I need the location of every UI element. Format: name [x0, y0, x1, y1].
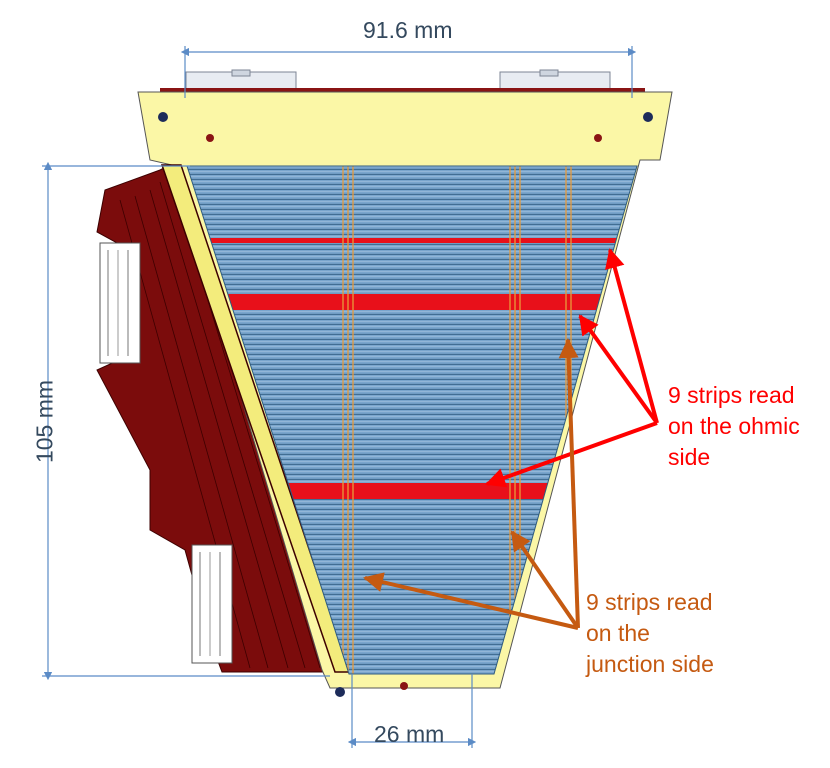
dimension-lines	[42, 46, 637, 748]
top-width-label: 91.6 mm	[363, 17, 453, 43]
junction-arrows	[363, 338, 580, 630]
mount-hole-bottom	[335, 687, 345, 697]
mount-hole-left	[158, 112, 168, 122]
pin-left	[206, 134, 214, 142]
top-connectors	[160, 69, 645, 93]
ohmic-label-line-2: on the ohmic	[668, 413, 800, 439]
ohmic-strip-band-3	[187, 483, 637, 499]
readout-board	[96, 164, 339, 673]
ohmic-label-line-1: 9 strips read	[668, 382, 795, 408]
mount-hole-right	[643, 112, 653, 122]
junction-label: 9 strips read on the junction side	[586, 587, 714, 680]
connector-lower	[191, 544, 233, 664]
height-label: 105 mm	[31, 379, 58, 464]
bottom-width-label: 26 mm	[374, 721, 445, 747]
pin-bottom	[400, 682, 408, 690]
pin-right	[594, 134, 602, 142]
junction-label-line-3: junction side	[586, 651, 714, 677]
ohmic-strip-band-1	[187, 238, 637, 243]
ohmic-label-line-3: side	[668, 444, 711, 470]
junction-label-line-2: on the	[586, 620, 650, 646]
ohmic-strip-band-2	[187, 294, 637, 310]
junction-label-line-1: 9 strips read	[586, 589, 713, 615]
connector-upper	[99, 242, 141, 364]
ohmic-label: 9 strips read on the ohmic side	[668, 380, 800, 473]
